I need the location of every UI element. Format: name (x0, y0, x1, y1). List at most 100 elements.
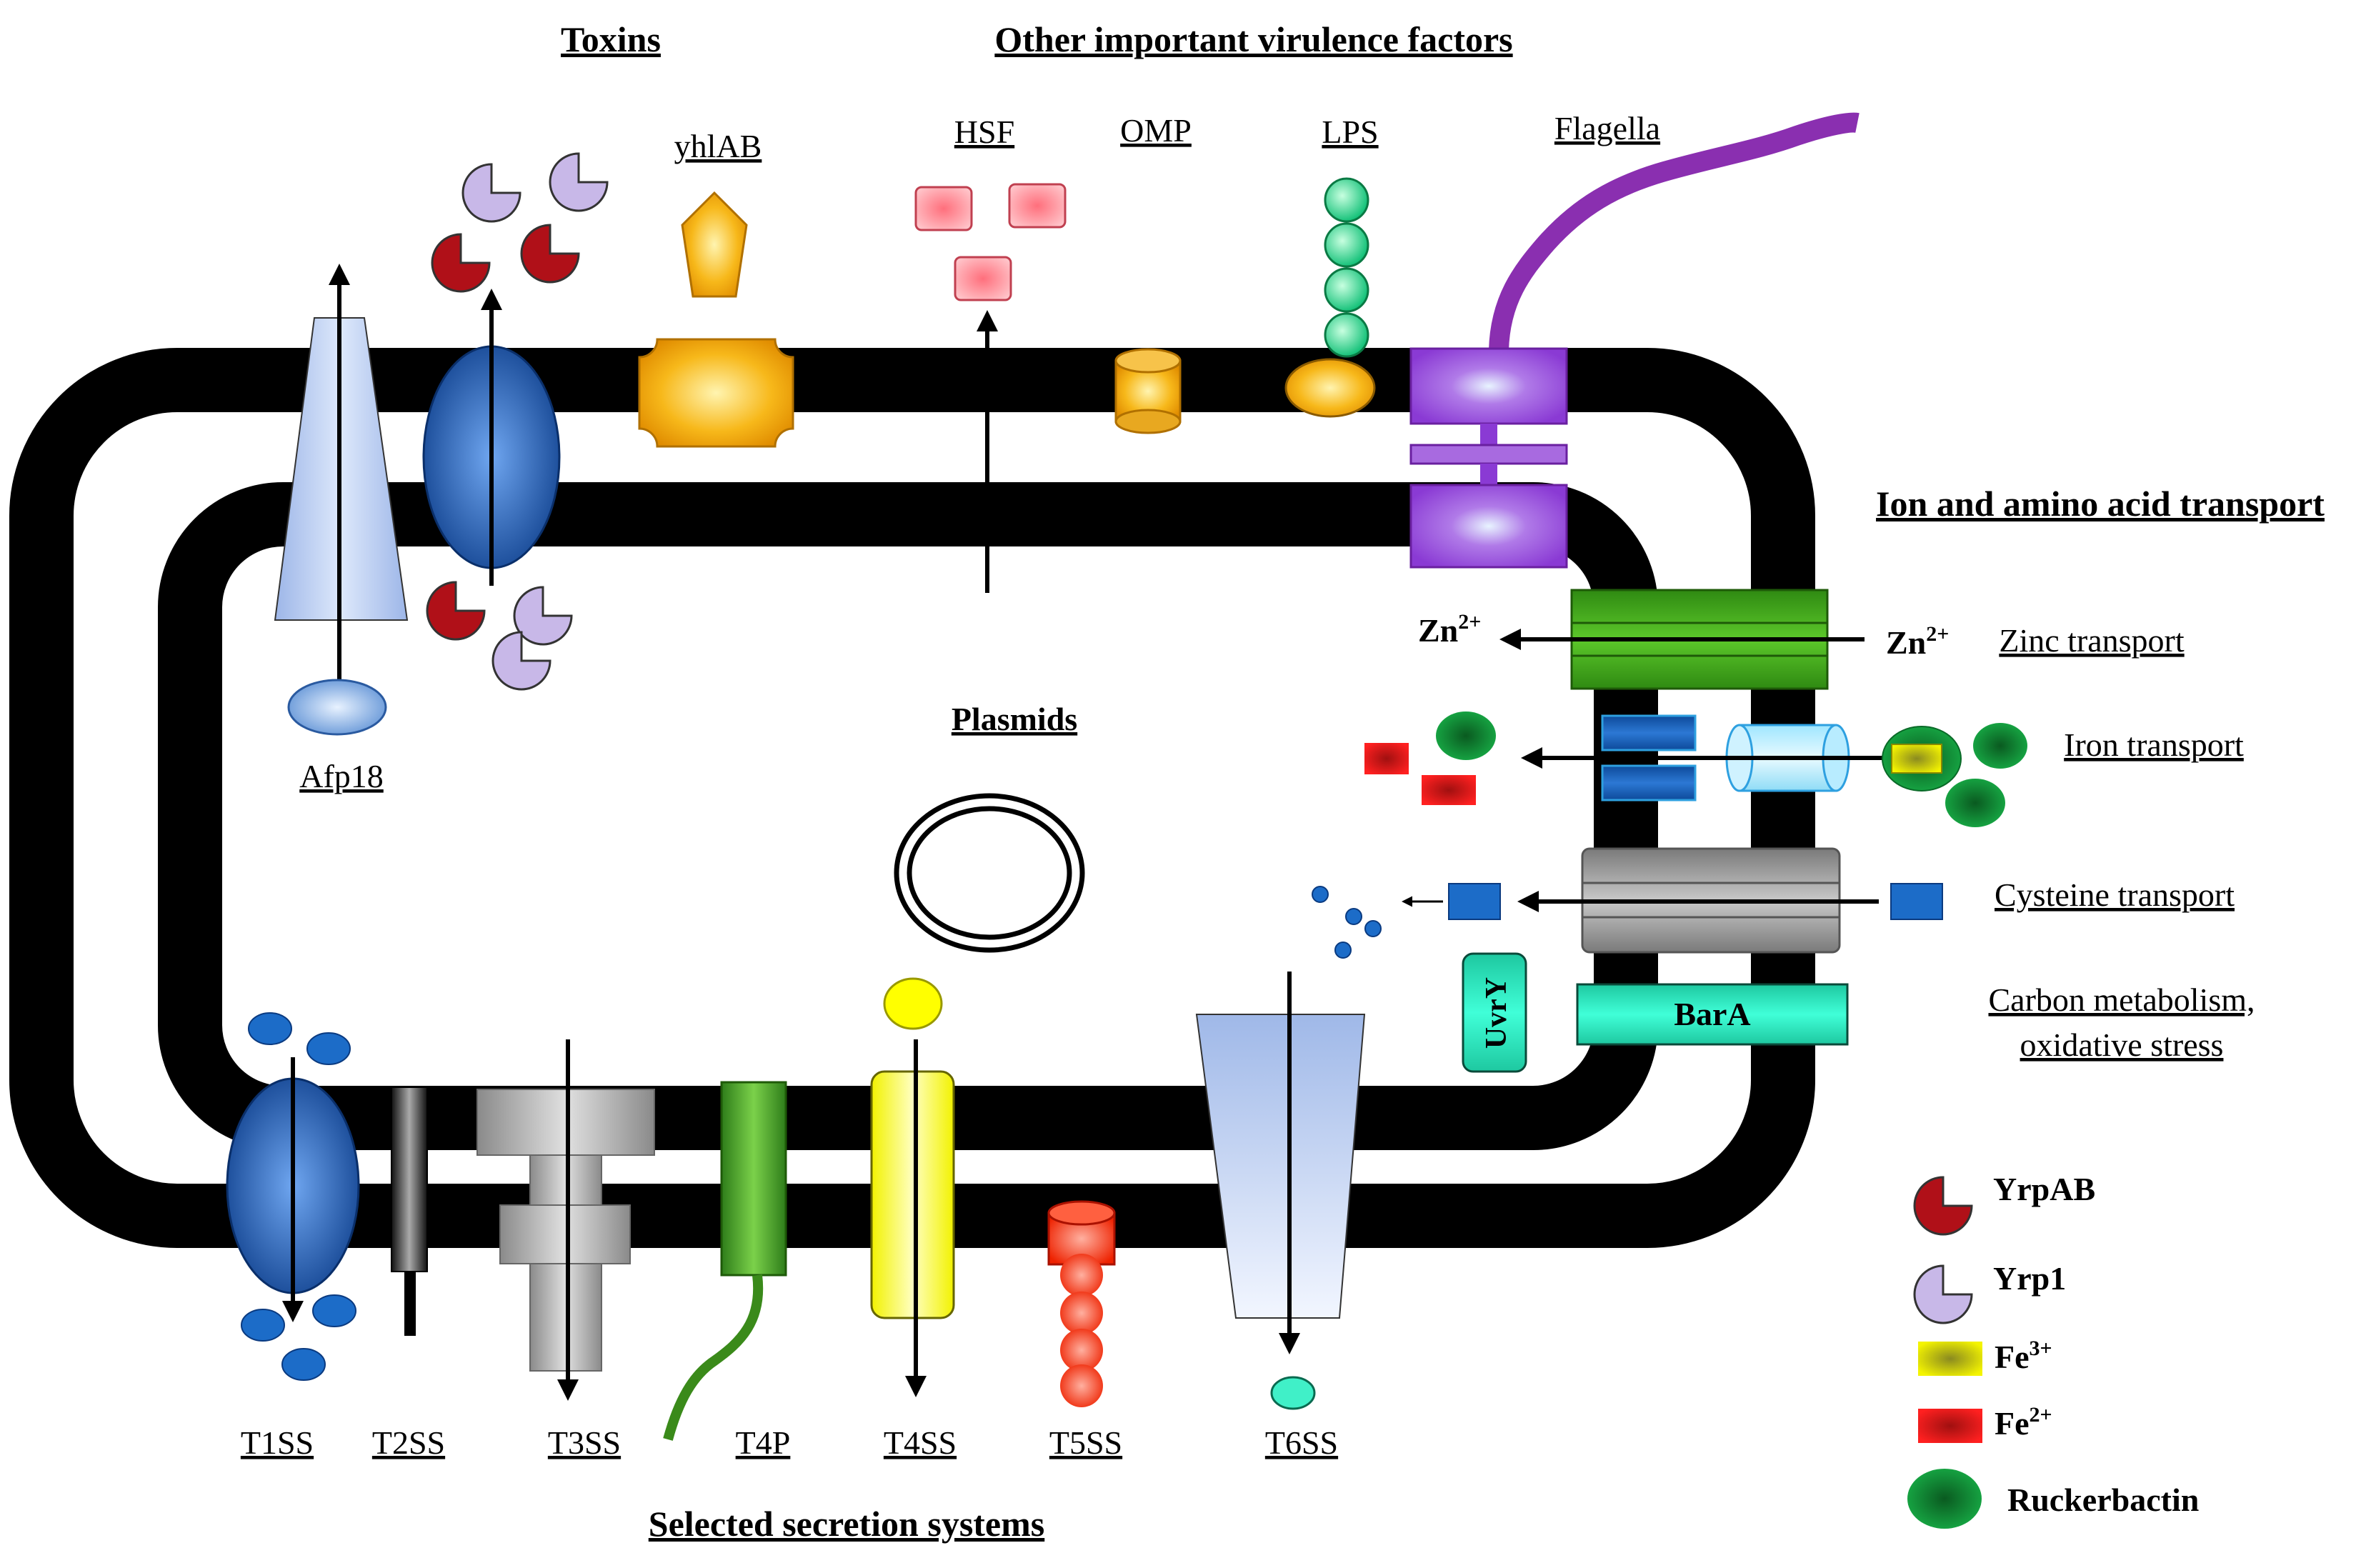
iron-transporter-inner (1601, 764, 1697, 802)
legend-yrpab-label: YrpAB (1993, 1171, 2095, 1207)
t2ss-label: T2SS (372, 1424, 445, 1461)
yrp1-icon (491, 631, 551, 691)
legend-ruckerbactin-label: Ruckerbactin (2007, 1482, 2199, 1518)
cysteine-transport-label: Cysteine transport (1995, 877, 2235, 913)
zinc-transport: Zn2+ Zn2+ Zinc transport (1418, 589, 2185, 690)
afp18-label: Afp18 (299, 758, 384, 794)
cysteine-fragment (1345, 908, 1362, 925)
secretion-labels: T1SS T2SS T3SS T4P T4SS T5SS T6SS (241, 1424, 1338, 1461)
t6ss-label: T6SS (1265, 1424, 1338, 1461)
ruckerbactin-icon (1973, 723, 2027, 769)
t1ss-substrate (306, 1032, 351, 1065)
bara-sensor (1576, 983, 1849, 1046)
toxin-molecules-outside (431, 152, 609, 293)
t5ss-passenger (1060, 1292, 1103, 1334)
heading-toxins: Toxins (561, 19, 661, 59)
yhlab-transporter (638, 338, 794, 448)
bara-label: BarA (1674, 996, 1750, 1032)
flagella-label: Flagella (1554, 110, 1660, 146)
t1ss-label: T1SS (241, 1424, 314, 1461)
omp-system: OMP (1114, 112, 1192, 434)
hsf-molecule (914, 186, 973, 231)
hsf-molecule (954, 256, 1012, 301)
iron-transport: Iron transport (1364, 711, 2244, 827)
plasmid (894, 793, 1085, 953)
fe2-ion (1364, 743, 1409, 774)
legend-fe3-label: Fe3+ (1995, 1337, 2052, 1375)
cysteine-fragment (1334, 942, 1352, 959)
heading-ion-transport: Ion and amino acid transport (1876, 484, 2325, 524)
t6ss-effector (1270, 1376, 1316, 1410)
fe3-square-icon (1918, 1342, 1982, 1376)
uvry-label: UvrY (1480, 977, 1513, 1049)
t4p (663, 1081, 787, 1441)
afp18-protein (287, 679, 387, 736)
cysteine-fragment (1364, 920, 1382, 937)
flagellar-motor-ring (1409, 444, 1568, 465)
t6ss (1195, 972, 1366, 1410)
yrpab-pacman-icon (1913, 1176, 1973, 1236)
yrpab-icon (426, 581, 486, 641)
yrpab-icon (431, 233, 491, 293)
t3ss-label: T3SS (548, 1424, 621, 1461)
t4ss (870, 977, 955, 1397)
legend: YrpAB Yrp1 Fe3+ Fe2+ Ruckerbactin (1907, 1171, 2199, 1529)
ruckerbactin-icon (1436, 711, 1496, 760)
zn-ion-inside: Zn2+ (1418, 610, 1481, 649)
lps-lipid-a (1284, 358, 1376, 418)
toxin-molecules-inside (426, 581, 573, 691)
heading-virulence-factors: Other important virulence factors (994, 19, 1512, 59)
t5ss-label: T5SS (1049, 1424, 1122, 1461)
t5ss-passenger (1060, 1364, 1103, 1407)
toxin-transporter (422, 289, 561, 586)
uvry-regulator (1462, 952, 1527, 1073)
heading-secretion-systems: Selected secretion systems (649, 1504, 1044, 1544)
yrpab-icon (520, 224, 580, 284)
cysteine-molecule-inside (1448, 883, 1501, 920)
iron-transporter-inner (1601, 714, 1697, 751)
t2ss (391, 1087, 428, 1336)
t1ss-substrate (312, 1294, 356, 1327)
t1ss-substrate (281, 1348, 326, 1381)
t4p-label: T4P (736, 1424, 791, 1461)
yhlab-secreted-protein (681, 191, 748, 298)
t1ss (226, 1012, 360, 1381)
t4p-pilus (663, 1274, 764, 1441)
fe2-square-icon (1918, 1409, 1982, 1443)
yrp1-icon (549, 152, 609, 212)
heading-plasmids: Plasmids (952, 701, 1077, 737)
fe2-ion (1422, 775, 1476, 805)
t4ss-substrate (883, 977, 943, 1030)
ruckerbactin-icon (1945, 779, 2005, 827)
lps-label: LPS (1322, 114, 1378, 150)
t3ss (476, 1039, 655, 1401)
oxidative-stress-label: oxidative stress (2020, 1027, 2224, 1063)
lps-sugar (1324, 177, 1369, 223)
zinc-transport-label: Zinc transport (1999, 622, 2185, 659)
ruckerbactin-oval-icon (1907, 1469, 1982, 1529)
flagellar-motor-outer (1409, 347, 1568, 425)
yrp1-pacman-icon (1913, 1264, 1973, 1324)
t5ss-passenger (1060, 1329, 1103, 1372)
iron-transport-label: Iron transport (2064, 726, 2244, 763)
lps-sugar (1324, 222, 1369, 268)
flagellar-motor-inner (1409, 484, 1568, 569)
cysteine-molecule-outside (1890, 883, 1943, 920)
legend-fe2-label: Fe2+ (1995, 1403, 2052, 1442)
t4ss-label: T4SS (884, 1424, 957, 1461)
t5ss (1047, 1200, 1116, 1407)
t5ss-passenger (1060, 1254, 1103, 1297)
yhlab-label: yhlAB (674, 128, 762, 164)
legend-yrp1-label: Yrp1 (1993, 1260, 2066, 1297)
zn-ion-outside: Zn2+ (1886, 622, 1949, 661)
flagella-system: Flagella (1409, 110, 1860, 569)
afp18-transporter: Afp18 (274, 264, 409, 794)
omp-label: OMP (1120, 112, 1192, 149)
yrp1-icon (461, 163, 521, 223)
hsf-label: HSF (954, 114, 1014, 150)
cysteine-fragment (1312, 886, 1329, 903)
hsf-system: HSF (914, 114, 1067, 593)
flagellum-filament (1489, 112, 1860, 351)
carbon-metabolism-label: Carbon metabolism, (1988, 982, 2255, 1018)
